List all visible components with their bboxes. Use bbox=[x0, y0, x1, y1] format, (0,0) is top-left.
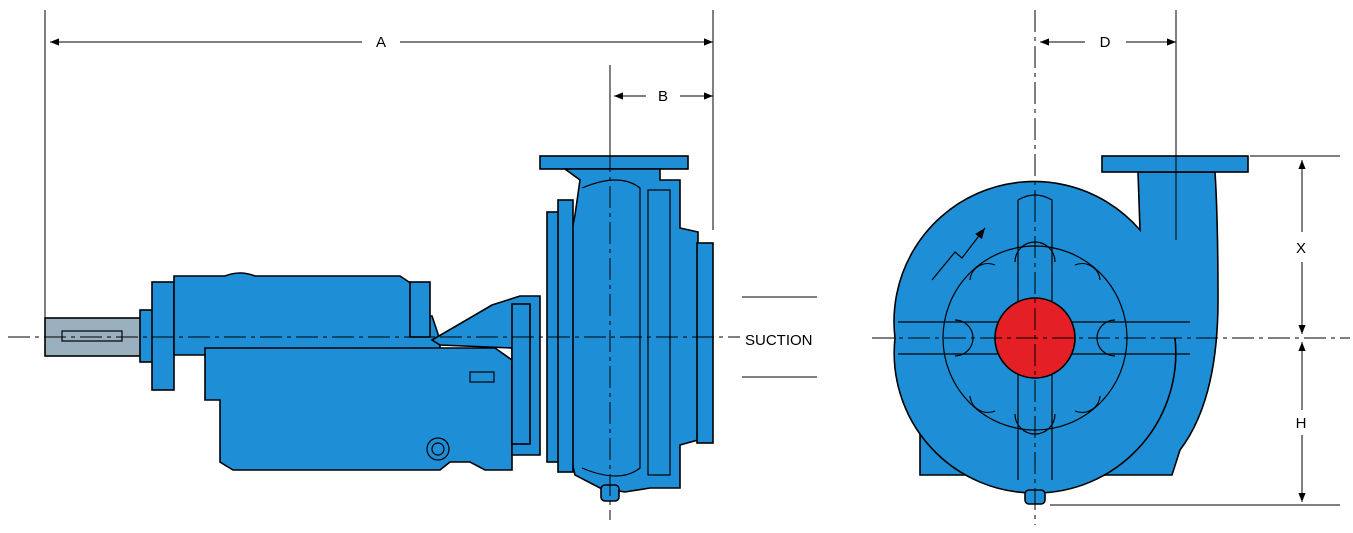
label-h: H bbox=[1296, 415, 1307, 432]
label-x: X bbox=[1296, 240, 1306, 257]
dimension-x: X bbox=[1250, 155, 1340, 334]
side-view: A B SUCTION bbox=[8, 10, 817, 520]
pump-casing bbox=[539, 155, 714, 502]
dimension-a: A bbox=[44, 10, 714, 318]
label-a: A bbox=[376, 34, 386, 51]
label-suction: SUCTION bbox=[745, 332, 813, 349]
label-d: D bbox=[1100, 34, 1111, 51]
label-b: B bbox=[658, 88, 668, 105]
dimension-h: H bbox=[1050, 342, 1340, 506]
bearing-housing bbox=[139, 272, 541, 471]
dimension-b: B bbox=[609, 65, 713, 150]
front-view: D X H bbox=[872, 10, 1350, 525]
dimension-d: D bbox=[1034, 10, 1177, 240]
suction-callout: SUCTION bbox=[742, 296, 817, 378]
